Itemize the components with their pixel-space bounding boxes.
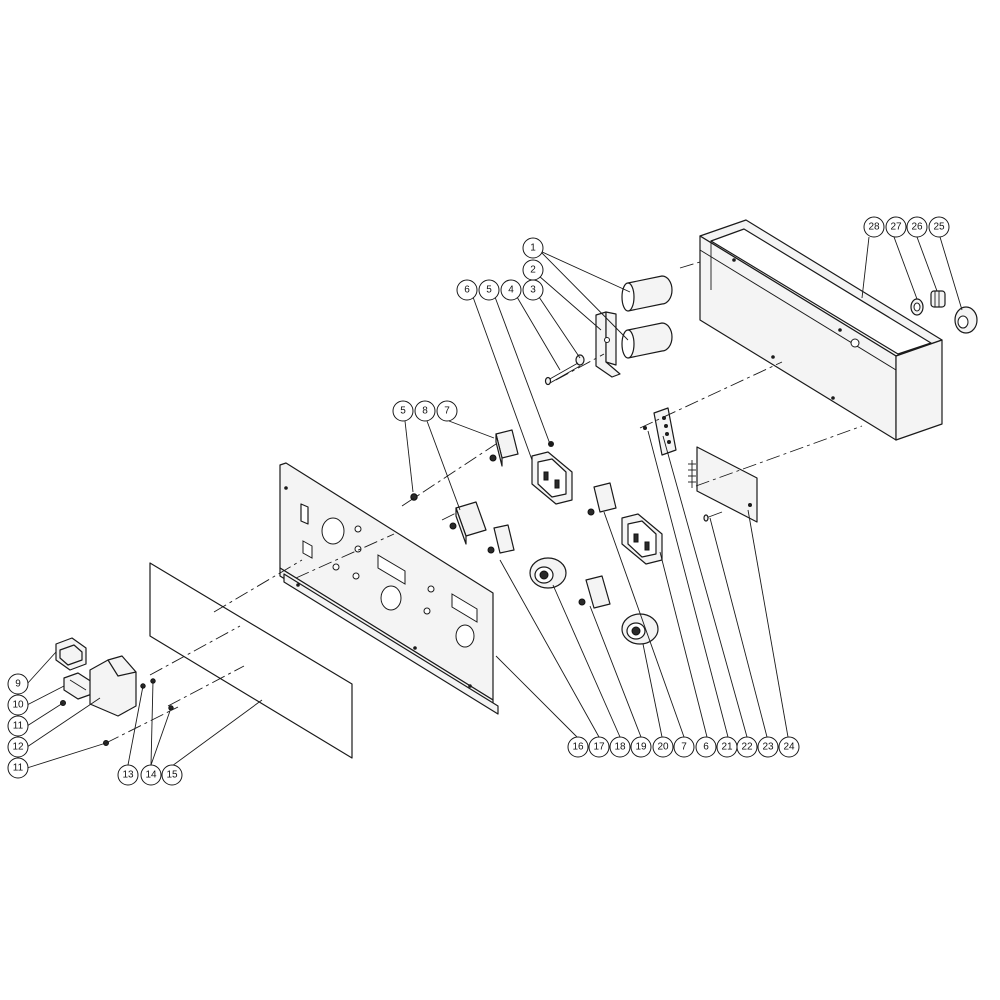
callout-3: 3 — [522, 279, 544, 301]
svg-text:18: 18 — [614, 742, 626, 753]
callout-22: 22 — [736, 736, 758, 758]
callout-26: 26 — [906, 216, 928, 238]
outlet-upper — [529, 557, 567, 589]
callout-21: 21 — [716, 736, 738, 758]
callout-7: 7 — [436, 400, 458, 422]
circuit-board — [688, 446, 758, 523]
receptacle-upper — [531, 441, 573, 505]
svg-text:7: 7 — [681, 742, 687, 753]
callout-24: 24 — [778, 736, 800, 758]
svg-text:13: 13 — [122, 770, 134, 781]
assembly-lines — [105, 261, 863, 744]
svg-text:1: 1 — [530, 243, 536, 254]
svg-text:6: 6 — [703, 742, 709, 753]
svg-text:10: 10 — [12, 700, 24, 711]
svg-text:2: 2 — [530, 265, 536, 276]
capacitors — [621, 275, 673, 359]
svg-text:5: 5 — [400, 406, 406, 417]
receptacle-lower — [621, 513, 663, 565]
callout-8: 8 — [414, 400, 436, 422]
callout-25: 25 — [928, 216, 950, 238]
callout-18: 18 — [609, 736, 631, 758]
callout-28: 28 — [863, 216, 885, 238]
callout-2: 2 — [522, 259, 544, 281]
svg-text:5: 5 — [486, 285, 492, 296]
callout-11b: 11 — [7, 757, 29, 779]
control-panel — [279, 462, 499, 715]
svg-text:27: 27 — [890, 222, 902, 233]
svg-text:21: 21 — [721, 742, 733, 753]
breaker-lower — [578, 575, 611, 609]
svg-text:6: 6 — [464, 285, 470, 296]
enclosure-box — [699, 219, 943, 441]
callout-20: 20 — [652, 736, 674, 758]
terminal-block — [643, 407, 677, 456]
nut — [410, 493, 418, 501]
svg-text:17: 17 — [593, 742, 605, 753]
callout-7b: 7 — [673, 736, 695, 758]
callout-12: 12 — [7, 736, 29, 758]
callout-5: 5 — [478, 279, 500, 301]
cable-gland — [910, 290, 978, 334]
callout-4: 4 — [500, 279, 522, 301]
breaker-mid — [487, 524, 515, 554]
callout-15: 15 — [161, 764, 183, 786]
callout-14: 14 — [140, 764, 162, 786]
breaker-right — [587, 482, 617, 516]
svg-text:7: 7 — [444, 406, 450, 417]
svg-text:14: 14 — [145, 770, 157, 781]
callout-16: 16 — [567, 736, 589, 758]
svg-text:15: 15 — [166, 770, 178, 781]
callout-23: 23 — [757, 736, 779, 758]
switch-housing — [63, 672, 93, 700]
svg-text:4: 4 — [508, 285, 514, 296]
svg-text:28: 28 — [868, 222, 880, 233]
outlet-lower — [621, 613, 659, 645]
svg-text:22: 22 — [741, 742, 753, 753]
callout-11: 11 — [7, 715, 29, 737]
rocker-switch — [55, 637, 87, 671]
svg-text:16: 16 — [572, 742, 584, 753]
callout-5b: 5 — [392, 400, 414, 422]
leader-lines — [26, 236, 963, 769]
svg-text:11: 11 — [13, 763, 24, 774]
svg-text:8: 8 — [422, 406, 428, 417]
callout-27: 27 — [885, 216, 907, 238]
svg-text:3: 3 — [530, 285, 536, 296]
callout-17: 17 — [588, 736, 610, 758]
callout-6b: 6 — [695, 736, 717, 758]
callout-1: 1 — [522, 237, 544, 259]
svg-text:26: 26 — [911, 222, 923, 233]
callout-19: 19 — [630, 736, 652, 758]
svg-text:19: 19 — [635, 742, 647, 753]
svg-text:23: 23 — [762, 742, 774, 753]
callout-6: 6 — [456, 279, 478, 301]
svg-text:12: 12 — [12, 742, 24, 753]
svg-text:9: 9 — [15, 679, 21, 690]
svg-text:20: 20 — [657, 742, 669, 753]
svg-text:11: 11 — [13, 721, 24, 732]
breaker-large — [449, 501, 487, 545]
svg-text:25: 25 — [933, 222, 945, 233]
callout-13: 13 — [117, 764, 139, 786]
front-label-plate — [149, 562, 353, 759]
callout-9: 9 — [7, 673, 29, 695]
meter — [89, 655, 137, 717]
callout-10: 10 — [7, 694, 29, 716]
svg-text:24: 24 — [783, 742, 795, 753]
breaker-top — [489, 429, 519, 467]
